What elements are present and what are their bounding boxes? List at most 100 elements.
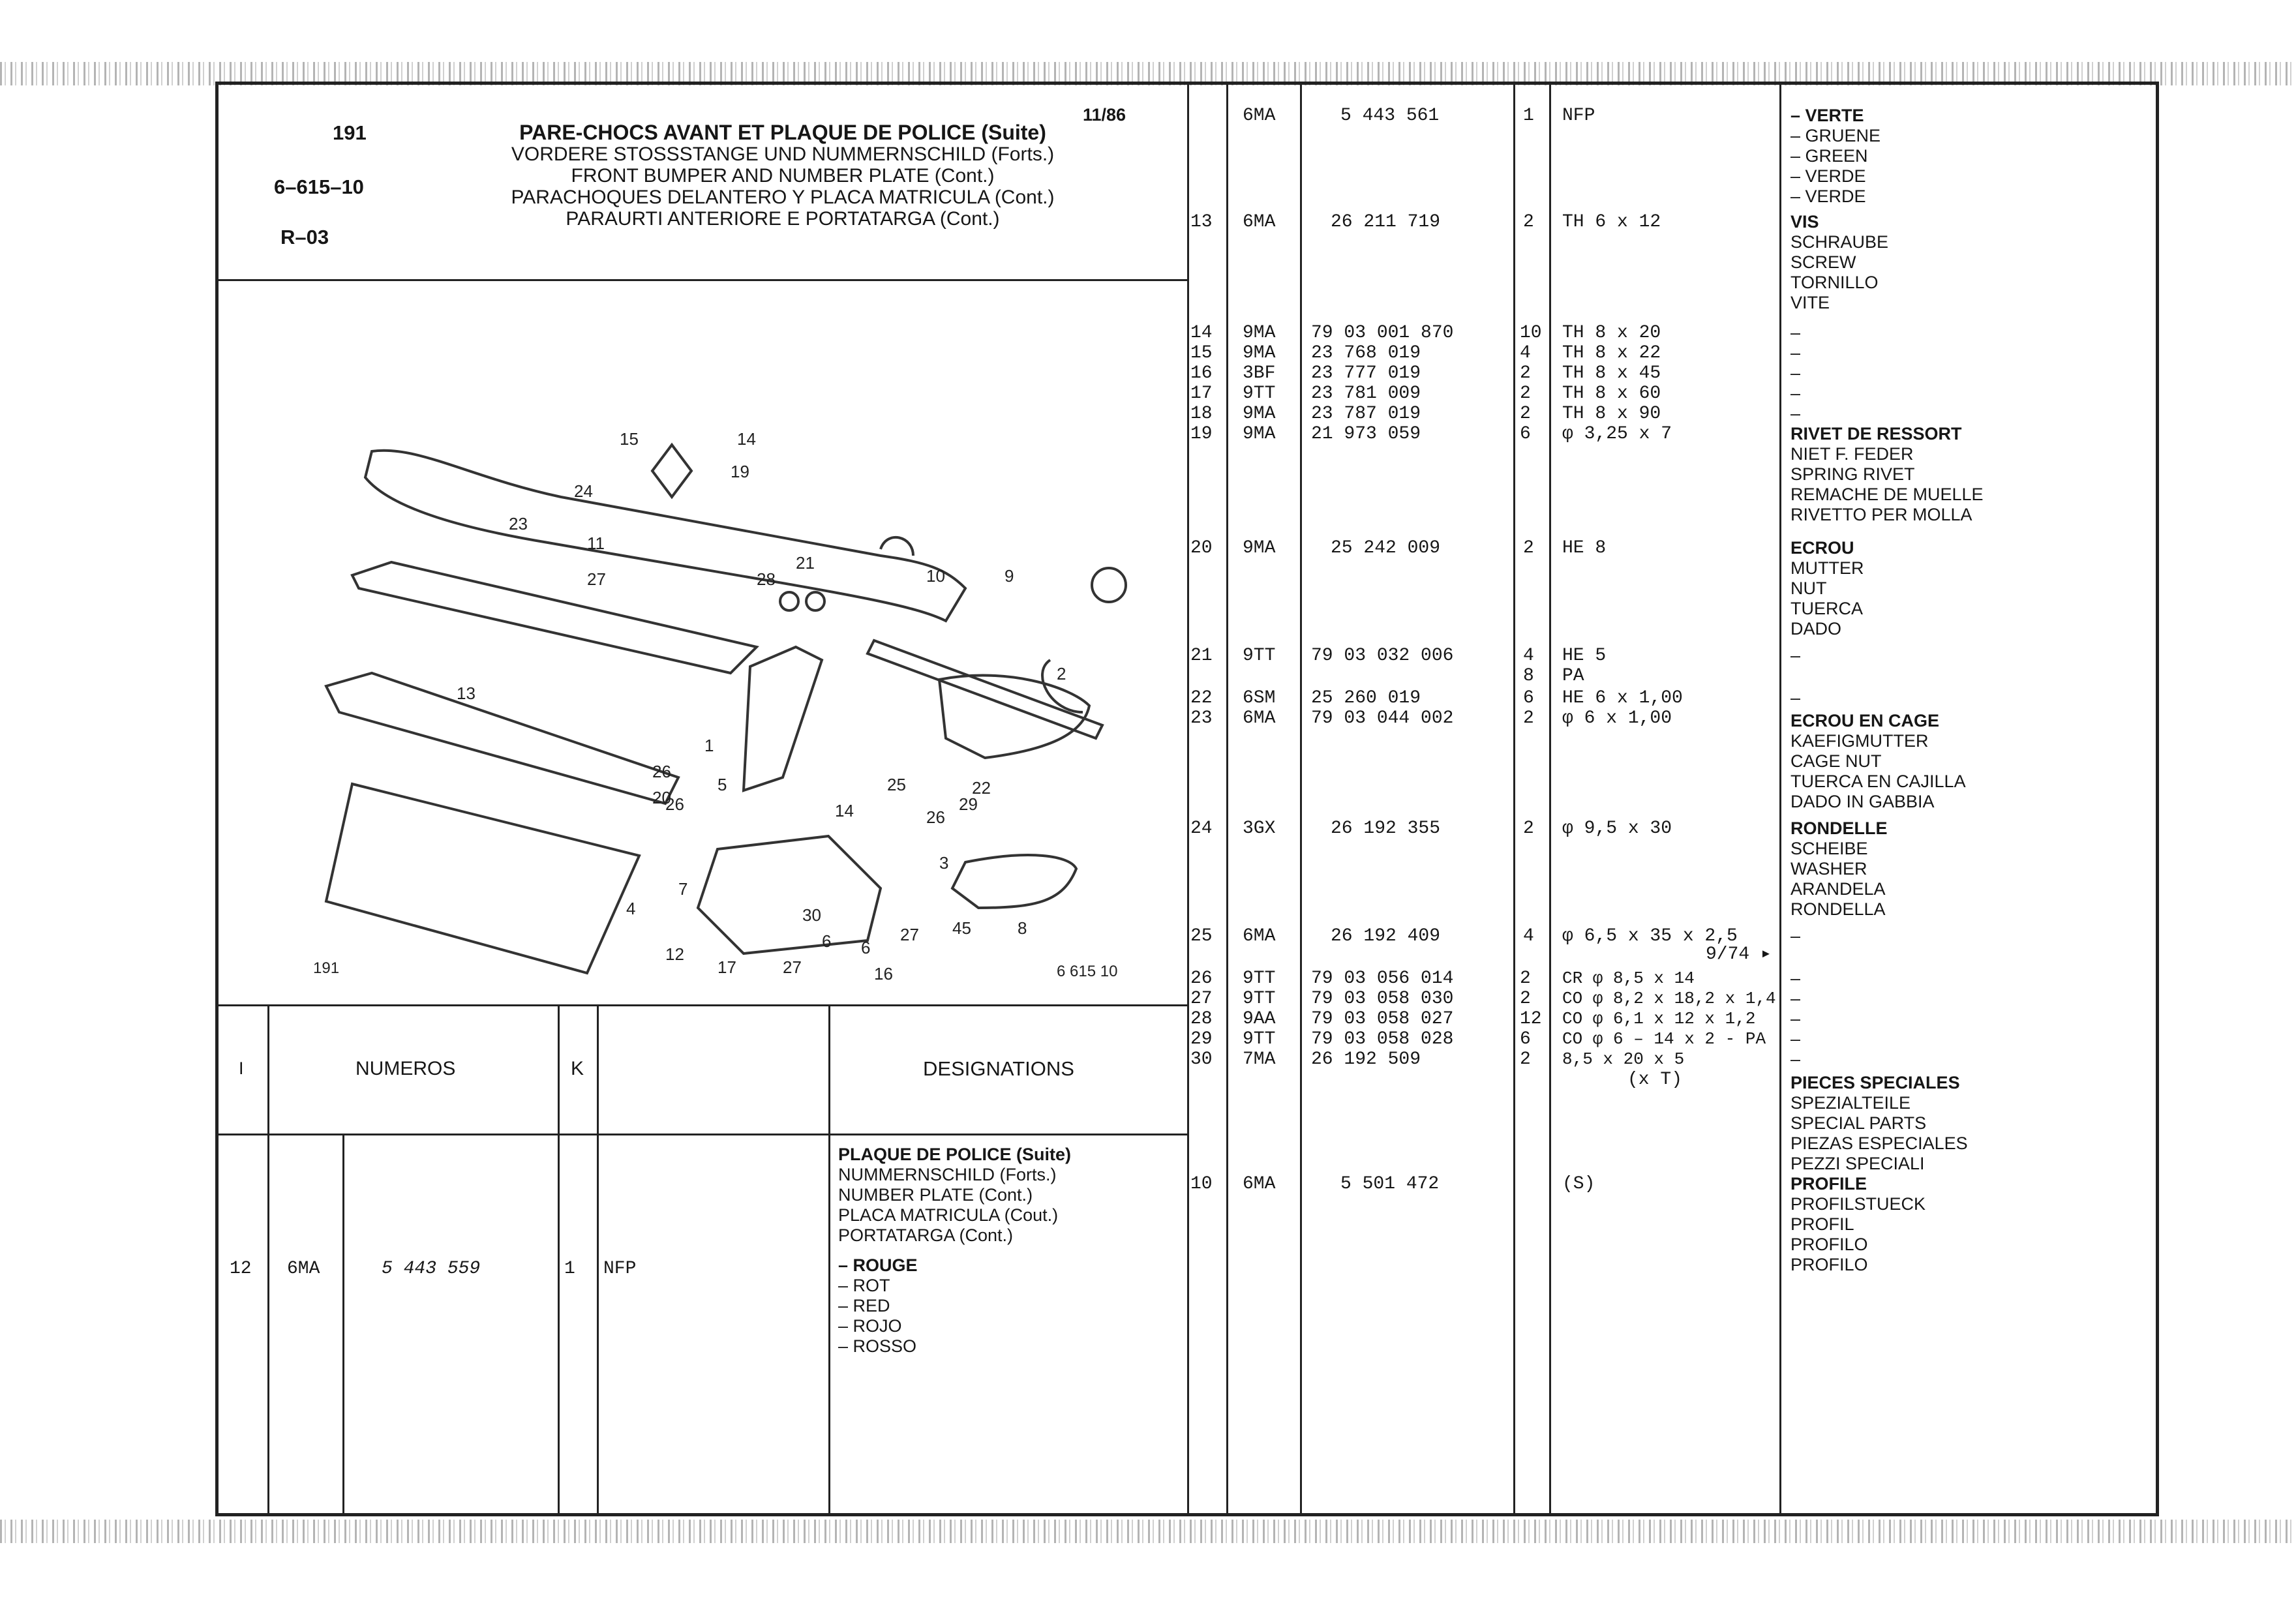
- r10-desc: PROFILE PROFILSTUECK PROFIL PROFILO PROF…: [1790, 1174, 1926, 1275]
- item: 17: [1190, 383, 1213, 404]
- clip-curve: [1041, 659, 1083, 713]
- callout: 8: [1018, 918, 1027, 938]
- callout: 15: [620, 429, 639, 449]
- code: 9TT: [1243, 989, 1276, 1009]
- spec: TH 8 x 90: [1562, 404, 1661, 424]
- part-number: 79 03 001 870: [1311, 323, 1454, 343]
- item: 23: [1190, 708, 1213, 728]
- callout: 3: [939, 853, 948, 873]
- left-col-divider-5: [828, 1004, 830, 1516]
- r25-code: 6MA: [1243, 926, 1276, 946]
- qty: 12: [1520, 1009, 1542, 1029]
- lower-cap: [950, 854, 1078, 910]
- left-col-divider-4: [597, 1004, 599, 1516]
- item: 16: [1190, 363, 1213, 383]
- block2-qtys: 6 2: [1523, 688, 1534, 728]
- spec: HE 6 x 1,00: [1562, 688, 1683, 708]
- desc-line: SCREW: [1790, 252, 1856, 272]
- dash: –: [1790, 1029, 1801, 1049]
- code: 9TT: [1243, 1029, 1276, 1049]
- row12-number: 5 443 559: [382, 1259, 481, 1279]
- code: 6SM: [1243, 688, 1276, 708]
- item: 30: [1190, 1049, 1213, 1070]
- desc-line: PROFIL: [1790, 1214, 1854, 1234]
- desc-line: TUERCA: [1790, 599, 1864, 618]
- dash: –: [1790, 1009, 1801, 1029]
- callout: 20: [652, 788, 671, 807]
- r25-number: 26 192 409: [1331, 926, 1441, 946]
- profile-strip: [866, 638, 1104, 740]
- desc-line: NUT: [1790, 578, 1827, 598]
- rivet-part: [650, 442, 693, 500]
- top-code: 6MA: [1243, 106, 1276, 126]
- callout: 5: [718, 775, 727, 794]
- r21-code: 9TT: [1243, 646, 1276, 666]
- desc-line: RIVETTO PER MOLLA: [1790, 505, 1972, 524]
- r25-qty: 4: [1523, 926, 1534, 946]
- part-number: 79 03 044 002: [1311, 708, 1454, 728]
- callout: 10: [926, 566, 945, 586]
- qty: 6: [1520, 424, 1531, 444]
- callout: 2: [1057, 664, 1066, 683]
- item: 22: [1190, 688, 1213, 708]
- desc-line: NIET F. FEDER: [1790, 444, 1914, 464]
- desc-line: – VERTE: [1790, 106, 1864, 125]
- r13-code: 6MA: [1243, 212, 1276, 232]
- washer-a: [779, 591, 800, 612]
- section-es: PLACA MATRICULA (Cout.): [838, 1205, 1059, 1225]
- desc-line: – VERDE: [1790, 187, 1866, 206]
- section-de: NUMMERNSCHILD (Forts.): [838, 1165, 1057, 1184]
- bracket: [742, 645, 824, 792]
- item: 26: [1190, 969, 1213, 989]
- title-de: VORDERE STOSSSTANGE UND NUMMERNSCHILD (F…: [511, 143, 1055, 165]
- spec: CO φ 8,2 x 18,2 x 1,4: [1562, 989, 1776, 1008]
- spec: φ 6 x 1,00: [1562, 708, 1672, 728]
- block3-numbers: 79 03 056 014 79 03 058 030 79 03 058 02…: [1311, 969, 1453, 1070]
- dash: –: [1790, 989, 1801, 1008]
- callout: 27: [900, 925, 919, 944]
- part-number: 23 768 019: [1311, 343, 1421, 363]
- r20-item: 20: [1190, 538, 1213, 558]
- block1-specs: TH 8 x 20 TH 8 x 22 TH 8 x 45 TH 8 x 60 …: [1562, 323, 1672, 444]
- desc-line: DADO: [1790, 619, 1842, 638]
- callout: 11: [587, 533, 605, 553]
- col-divider-3: [1300, 85, 1302, 1513]
- desc-line: CAGE NUT: [1790, 751, 1882, 771]
- col-divider-5: [1549, 85, 1551, 1513]
- top-spec: NFP: [1562, 106, 1595, 126]
- callout: 12: [665, 944, 684, 964]
- spec: PA: [1562, 666, 1584, 686]
- spec: HE 5: [1562, 646, 1607, 666]
- r24-qty: 2: [1523, 819, 1534, 839]
- desc-line: REMACHE DE MUELLE: [1790, 485, 1984, 504]
- exploded-parts-diagram: 15 14 19 24 23 11 27 21 10 9 28 2 13 1 2…: [313, 429, 1127, 984]
- qty: 10: [1520, 323, 1542, 343]
- desc-line: ECROU: [1790, 538, 1854, 558]
- r21-number: 79 03 032 006: [1311, 646, 1454, 666]
- table-header-top: [219, 1004, 1187, 1006]
- row12-item: 12: [230, 1259, 252, 1279]
- spec: CR φ 8,5 x 14: [1562, 969, 1695, 988]
- item: 19: [1190, 424, 1213, 444]
- qty: 6: [1520, 1029, 1531, 1049]
- callout: 23: [509, 514, 528, 533]
- title-en: FRONT BUMPER AND NUMBER PLATE (Cont.): [571, 165, 995, 187]
- lower-spoiler: [324, 671, 680, 805]
- qty: 2: [1520, 969, 1531, 989]
- desc-line: SPEZIALTEILE: [1790, 1093, 1911, 1113]
- part-number: 23 781 009: [1311, 383, 1421, 404]
- r21-dash: –: [1790, 646, 1801, 665]
- r20-number: 25 242 009: [1331, 538, 1441, 558]
- scan-noise-bottom: [0, 1520, 2296, 1543]
- r10-number: 5 501 472: [1340, 1174, 1440, 1194]
- callout: 6: [861, 938, 870, 957]
- r20-spec: HE 8: [1562, 538, 1607, 558]
- desc-line: SCHRAUBE: [1790, 232, 1889, 252]
- desc-line: – VERDE: [1790, 166, 1866, 186]
- block3-items: 26 27 28 29 30: [1190, 969, 1213, 1070]
- desc-line: VITE: [1790, 293, 1830, 312]
- block1-qtys: 10 4 2 2 2 6: [1520, 323, 1542, 444]
- col-divider-1: [1187, 85, 1189, 1513]
- section-heading: PLAQUE DE POLICE (Suite) NUMMERNSCHILD (…: [838, 1145, 1071, 1246]
- block3-specs: CR φ 8,5 x 14 CO φ 8,2 x 18,2 x 1,4 CO φ…: [1562, 969, 1776, 1070]
